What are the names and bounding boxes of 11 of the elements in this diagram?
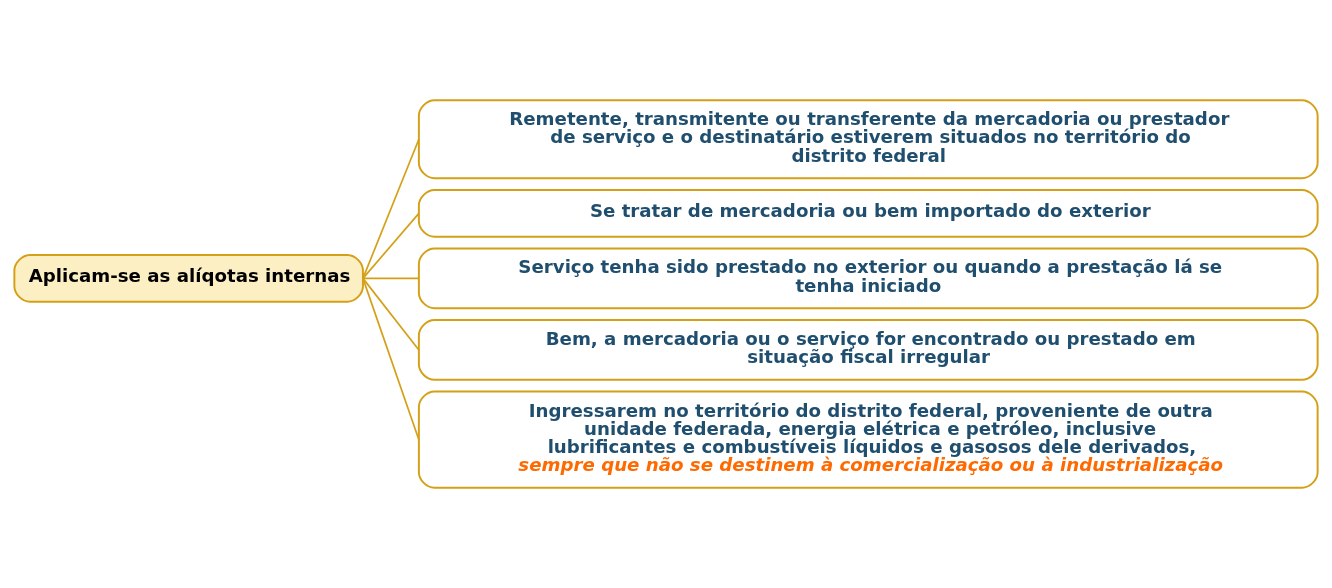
node-box: Aplicam-se as alíqotas internas bbox=[13, 254, 364, 303]
connector bbox=[362, 212, 420, 280]
connector bbox=[362, 277, 420, 351]
node-box: Remetente, transmitente ou transferente da mercadoria ou prestador de serviço e o destinatário estiverem situados no território do distrito federal bbox=[417, 99, 1319, 180]
connector bbox=[362, 138, 420, 280]
node-box: Ingressarem no território do distrito federal, proveniente de outra unidade federada, energia elétrica e petróleo, inclusive lubrificantes e combustíveis líquidos e gasosos dele derivados, sempre que não se destinem à comercialização ou à industrialização bbox=[417, 390, 1319, 489]
node-box: Serviço tenha sido prestado no exterior ou quando a prestação lá se tenha iniciado bbox=[417, 247, 1319, 310]
connector bbox=[362, 277, 420, 280]
node-box: Bem, a mercadoria ou o serviço for encontrado ou prestado em situação fiscal irregular bbox=[417, 319, 1319, 381]
connector bbox=[362, 277, 420, 441]
node-box: Se tratar de mercadoria ou bem importado do exterior bbox=[417, 188, 1319, 238]
